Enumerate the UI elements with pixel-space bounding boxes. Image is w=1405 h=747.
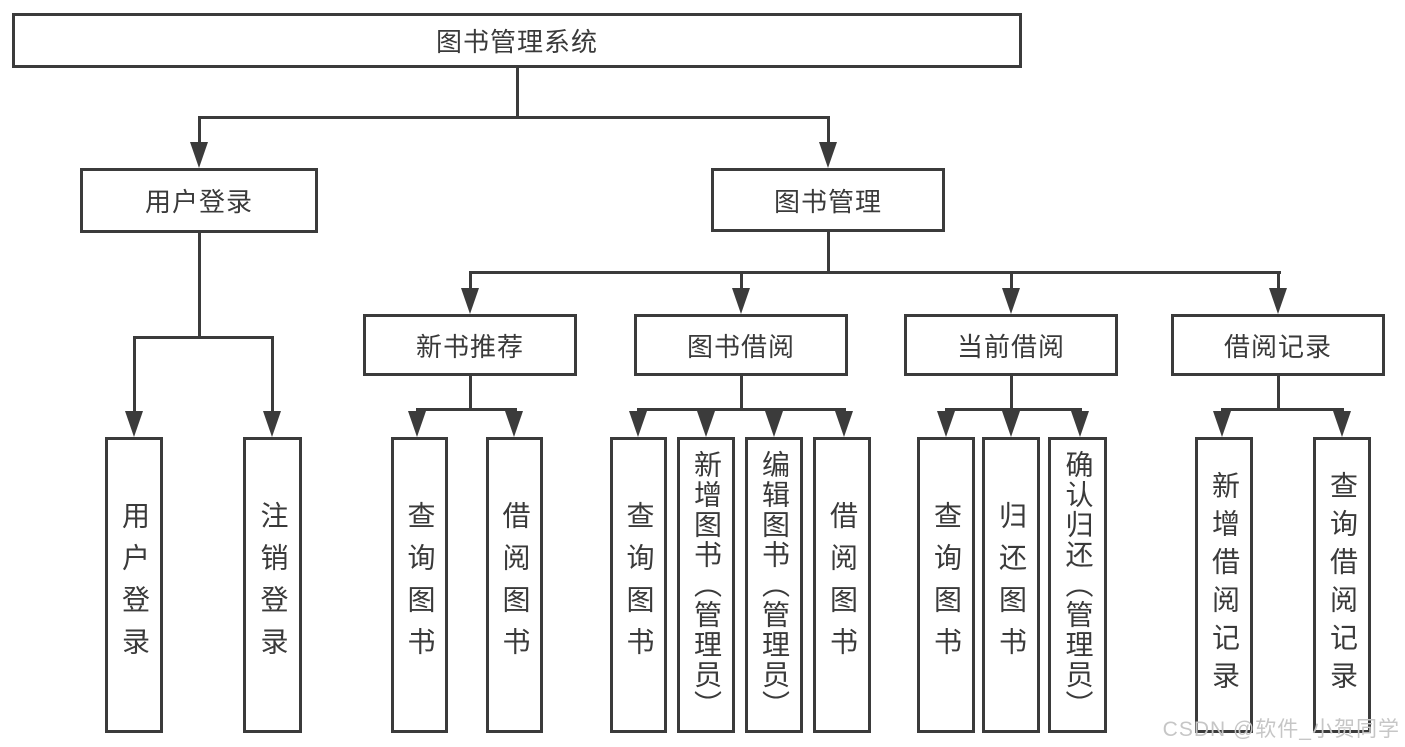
arrowhead-icon [1071, 411, 1089, 437]
connector-line [197, 233, 201, 338]
connector-line [826, 232, 830, 273]
node-label: 借阅记录 [1223, 331, 1332, 362]
connector-line [636, 407, 846, 411]
connector-line [1009, 376, 1013, 410]
arrowhead-icon [629, 411, 647, 437]
node-label: 图书管理系统 [435, 27, 598, 57]
arrowhead-icon [765, 411, 783, 437]
node-new-book-recommend: 新书推荐 [363, 314, 577, 376]
leaf-return-book: 归还图书 [982, 437, 1040, 733]
connector-line [270, 335, 274, 414]
connector-line [1009, 270, 1013, 293]
leaf-query-borrow-record: 查询借阅记录 [1313, 437, 1371, 733]
connector-line [415, 407, 517, 411]
connector-line [468, 376, 472, 410]
node-book-management: 图书管理 [711, 168, 945, 232]
node-label: 借阅图书 [499, 501, 531, 669]
leaf-logout: 注销登录 [243, 437, 302, 733]
arrowhead-icon [461, 288, 479, 314]
arrowhead-icon [1002, 411, 1020, 437]
node-label: 查询图书 [931, 501, 962, 669]
node-borrow-records: 借阅记录 [1171, 314, 1385, 376]
node-label: 查询图书 [623, 501, 655, 669]
arrowhead-icon [505, 411, 523, 437]
node-label: 查询借阅记录 [1327, 471, 1358, 699]
connector-line [739, 270, 743, 293]
leaf-confirm-return-admin: 确认归还（管理员） [1048, 437, 1107, 733]
leaf-edit-book-admin: 编辑图书（管理员） [745, 437, 803, 733]
node-label: 注销登录 [257, 501, 289, 669]
arrowhead-icon [1333, 411, 1351, 437]
arrowhead-icon [125, 411, 143, 437]
node-label: 确认归还（管理员） [1062, 450, 1094, 720]
node-label: 借阅图书 [827, 501, 858, 669]
node-root: 图书管理系统 [12, 13, 1022, 68]
connector-line [1276, 376, 1280, 410]
arrowhead-icon [408, 411, 426, 437]
csdn-watermark: CSDN @软件_小贺同学 [1162, 718, 1400, 741]
connector-line [826, 115, 830, 147]
arrowhead-icon [1213, 411, 1231, 437]
node-label: 用户登录 [144, 187, 253, 217]
connector-line [739, 376, 743, 410]
arrowhead-icon [697, 411, 715, 437]
node-current-borrow: 当前借阅 [904, 314, 1118, 376]
arrowhead-icon [819, 142, 837, 168]
leaf-add-borrow-record: 新增借阅记录 [1195, 437, 1253, 733]
leaf-user-login: 用户登录 [105, 437, 163, 733]
leaf-query-books-1: 查询图书 [391, 437, 448, 733]
leaf-borrow-books-1: 借阅图书 [486, 437, 543, 733]
node-label: 用户登录 [119, 501, 150, 669]
connector-line [132, 335, 274, 339]
arrowhead-icon [1269, 288, 1287, 314]
connector-line [1220, 407, 1344, 411]
leaf-borrow-books-2: 借阅图书 [813, 437, 871, 733]
arrowhead-icon [937, 411, 955, 437]
leaf-query-books-2: 查询图书 [610, 437, 667, 733]
connector-line [944, 407, 1082, 411]
node-label: 当前借阅 [956, 331, 1065, 362]
connector-line [515, 68, 519, 117]
arrowhead-icon [1002, 288, 1020, 314]
connector-line [132, 335, 136, 414]
connector-line [197, 115, 201, 147]
arrowhead-icon [263, 411, 281, 437]
node-label: 归还图书 [996, 501, 1027, 669]
arrowhead-icon [732, 288, 750, 314]
node-label: 图书借阅 [686, 331, 795, 362]
connector-line [197, 115, 830, 119]
node-label: 新增图书（管理员） [691, 450, 722, 720]
arrowhead-icon [190, 142, 208, 168]
leaf-add-book-admin: 新增图书（管理员） [677, 437, 735, 733]
arrowhead-icon [835, 411, 853, 437]
connector-line [1276, 270, 1280, 293]
node-label: 查询图书 [404, 501, 436, 669]
connector-line [468, 270, 472, 293]
node-label: 编辑图书（管理员） [759, 450, 790, 720]
leaf-query-books-3: 查询图书 [917, 437, 975, 733]
node-label: 图书管理 [773, 186, 882, 217]
node-label: 新增借阅记录 [1209, 471, 1240, 699]
connector-line [468, 270, 1281, 274]
node-book-borrow: 图书借阅 [634, 314, 848, 376]
node-label: 新书推荐 [415, 331, 524, 362]
node-user-login: 用户登录 [80, 168, 318, 233]
